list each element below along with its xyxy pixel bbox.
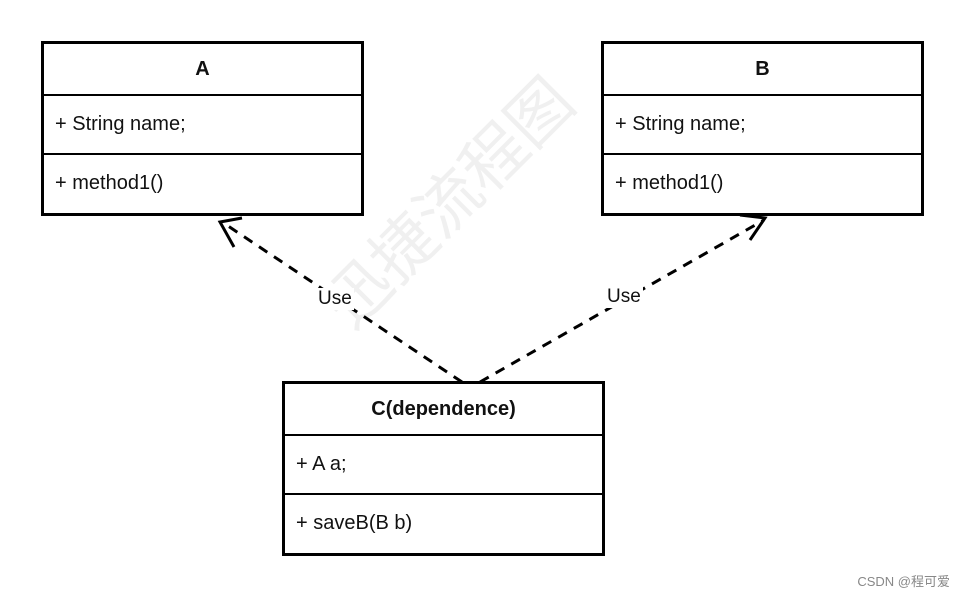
class-a: A + String name; + method1(): [41, 41, 364, 216]
class-c: C(dependence) + A a; + saveB(B b): [282, 381, 605, 556]
class-c-title: C(dependence): [285, 384, 602, 436]
class-c-method: + saveB(B b): [296, 512, 413, 534]
arrowhead-a-icon: [217, 216, 243, 248]
class-a-attribute: + String name;: [44, 96, 361, 155]
class-b-method: + method1(): [615, 172, 724, 194]
credit-text: CSDN @程可爱: [857, 574, 950, 589]
arrowhead-b-icon: [739, 213, 768, 241]
relation-label-c-to-a: Use: [316, 288, 354, 310]
relation-label-c-to-b: Use: [605, 286, 643, 308]
class-b-title: B: [604, 44, 921, 96]
class-a-title: A: [44, 44, 361, 96]
class-b: B + String name; + method1(): [601, 41, 924, 216]
class-c-attribute: + A a;: [285, 436, 602, 495]
class-b-attribute: + String name;: [604, 96, 921, 155]
class-a-method: + method1(): [55, 172, 164, 194]
